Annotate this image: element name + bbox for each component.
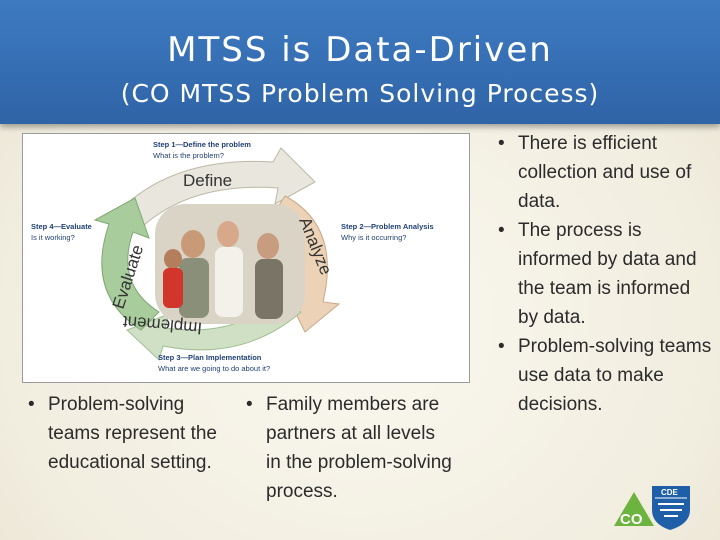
- cycle-diagram-svg: Define Analyze Implement Evaluate Step 1…: [23, 134, 469, 382]
- problem-solving-diagram: Define Analyze Implement Evaluate Step 1…: [22, 133, 470, 383]
- logo-top-text: CDE: [661, 488, 679, 497]
- cde-logo-svg: CDE CO: [612, 482, 692, 532]
- step2-question: Why is it occurring?: [341, 233, 406, 242]
- step3-question: What are we going to do about it?: [158, 364, 270, 373]
- team-photo: [155, 204, 305, 324]
- slide-title: MTSS is Data-Driven: [0, 30, 720, 70]
- step3-heading: Step 3—Plan Implementation: [158, 353, 262, 362]
- bullet-item: There is efficient collection and use of…: [496, 129, 714, 216]
- logo-bottom-text: CO: [620, 511, 643, 528]
- step1-heading: Step 1—Define the problem: [153, 140, 251, 149]
- bullet-item: Family members are partners at all level…: [244, 390, 454, 506]
- left-bullet-list: Problem-solving teams represent the educ…: [26, 390, 226, 477]
- cde-logo: CDE CO: [612, 482, 692, 532]
- right-bullet-list: There is efficient collection and use of…: [496, 129, 714, 419]
- define-label: Define: [183, 171, 232, 190]
- title-banner: MTSS is Data-Driven (CO MTSS Problem Sol…: [0, 0, 720, 124]
- bullet-item: Problem-solving teams use data to make d…: [496, 332, 714, 419]
- middle-bullet-list: Family members are partners at all level…: [244, 390, 454, 506]
- bullet-item: The process is informed by data and the …: [496, 216, 714, 332]
- slide-subtitle: (CO MTSS Problem Solving Process): [0, 78, 720, 110]
- step4-heading: Step 4—Evaluate: [31, 222, 92, 231]
- step4-question: Is it working?: [31, 233, 75, 242]
- bullet-item: Problem-solving teams represent the educ…: [26, 390, 226, 477]
- step1-question: What is the problem?: [153, 151, 224, 160]
- step2-heading: Step 2—Problem Analysis: [341, 222, 434, 231]
